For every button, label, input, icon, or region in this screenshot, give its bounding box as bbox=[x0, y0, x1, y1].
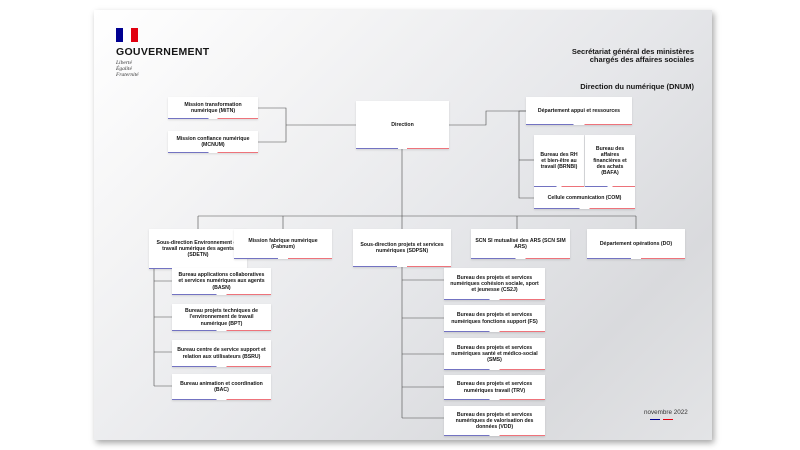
secretariat-title: Secrétariat général des ministères charg… bbox=[571, 47, 694, 65]
node-sdpsn: Sous-direction projets et services numér… bbox=[353, 229, 451, 267]
node-fs: Bureau des projets et services numérique… bbox=[444, 305, 545, 332]
node-brnbi: Bureau des RH et bien-être au travail (B… bbox=[534, 135, 584, 187]
footer-date: novembre 2022 bbox=[644, 409, 688, 416]
node-scn-sim-ars: SCN SI mutualisé des ARS (SCN SIM ARS) bbox=[471, 229, 570, 259]
node-direction: Direction bbox=[356, 101, 449, 149]
node-do: Département opérations (DO) bbox=[587, 229, 685, 259]
node-vdd: Bureau des projets et services numérique… bbox=[444, 406, 545, 436]
connector-lines bbox=[153, 107, 637, 419]
node-sdetn: Sous-direction Environnement de travail … bbox=[149, 229, 247, 269]
node-bsru: Bureau centre de service support et rela… bbox=[172, 340, 271, 367]
node-bafa: Bureau des affaires financières et des a… bbox=[585, 135, 635, 187]
node-com: Cellule communication (COM) bbox=[534, 187, 635, 209]
node-fabnum: Mission fabrique numérique (Fabnum) bbox=[234, 229, 332, 259]
node-basn: Bureau applications collaboratives et se… bbox=[172, 268, 271, 295]
gouvernement-logo: GOUVERNEMENT Liberté Égalité Fraternité bbox=[116, 28, 226, 79]
node-bpt: Bureau projets techniques de l'environne… bbox=[172, 304, 271, 331]
node-dar: Département appui et ressources bbox=[526, 97, 632, 125]
org-chart-sheet: GOUVERNEMENT Liberté Égalité Fraternité … bbox=[94, 10, 712, 440]
gov-motto: Liberté Égalité Fraternité bbox=[116, 60, 139, 79]
footer-date-accent bbox=[650, 419, 673, 421]
node-trv: Bureau des projets et services numérique… bbox=[444, 375, 545, 400]
node-sms: Bureau des projets et services numérique… bbox=[444, 338, 545, 370]
node-cs2j: Bureau des projets et services numérique… bbox=[444, 268, 545, 300]
node-mcnum: Mission confiance numérique (MCNUM) bbox=[168, 131, 258, 153]
gov-wordmark: GOUVERNEMENT bbox=[116, 46, 210, 58]
french-flag-icon bbox=[116, 28, 138, 42]
node-bac: Bureau animation et coordination (BAC) bbox=[172, 374, 271, 400]
node-mitn: Mission transformation numérique (MiTN) bbox=[168, 97, 258, 119]
dnum-title: Direction du numérique (DNUM) bbox=[580, 82, 694, 91]
